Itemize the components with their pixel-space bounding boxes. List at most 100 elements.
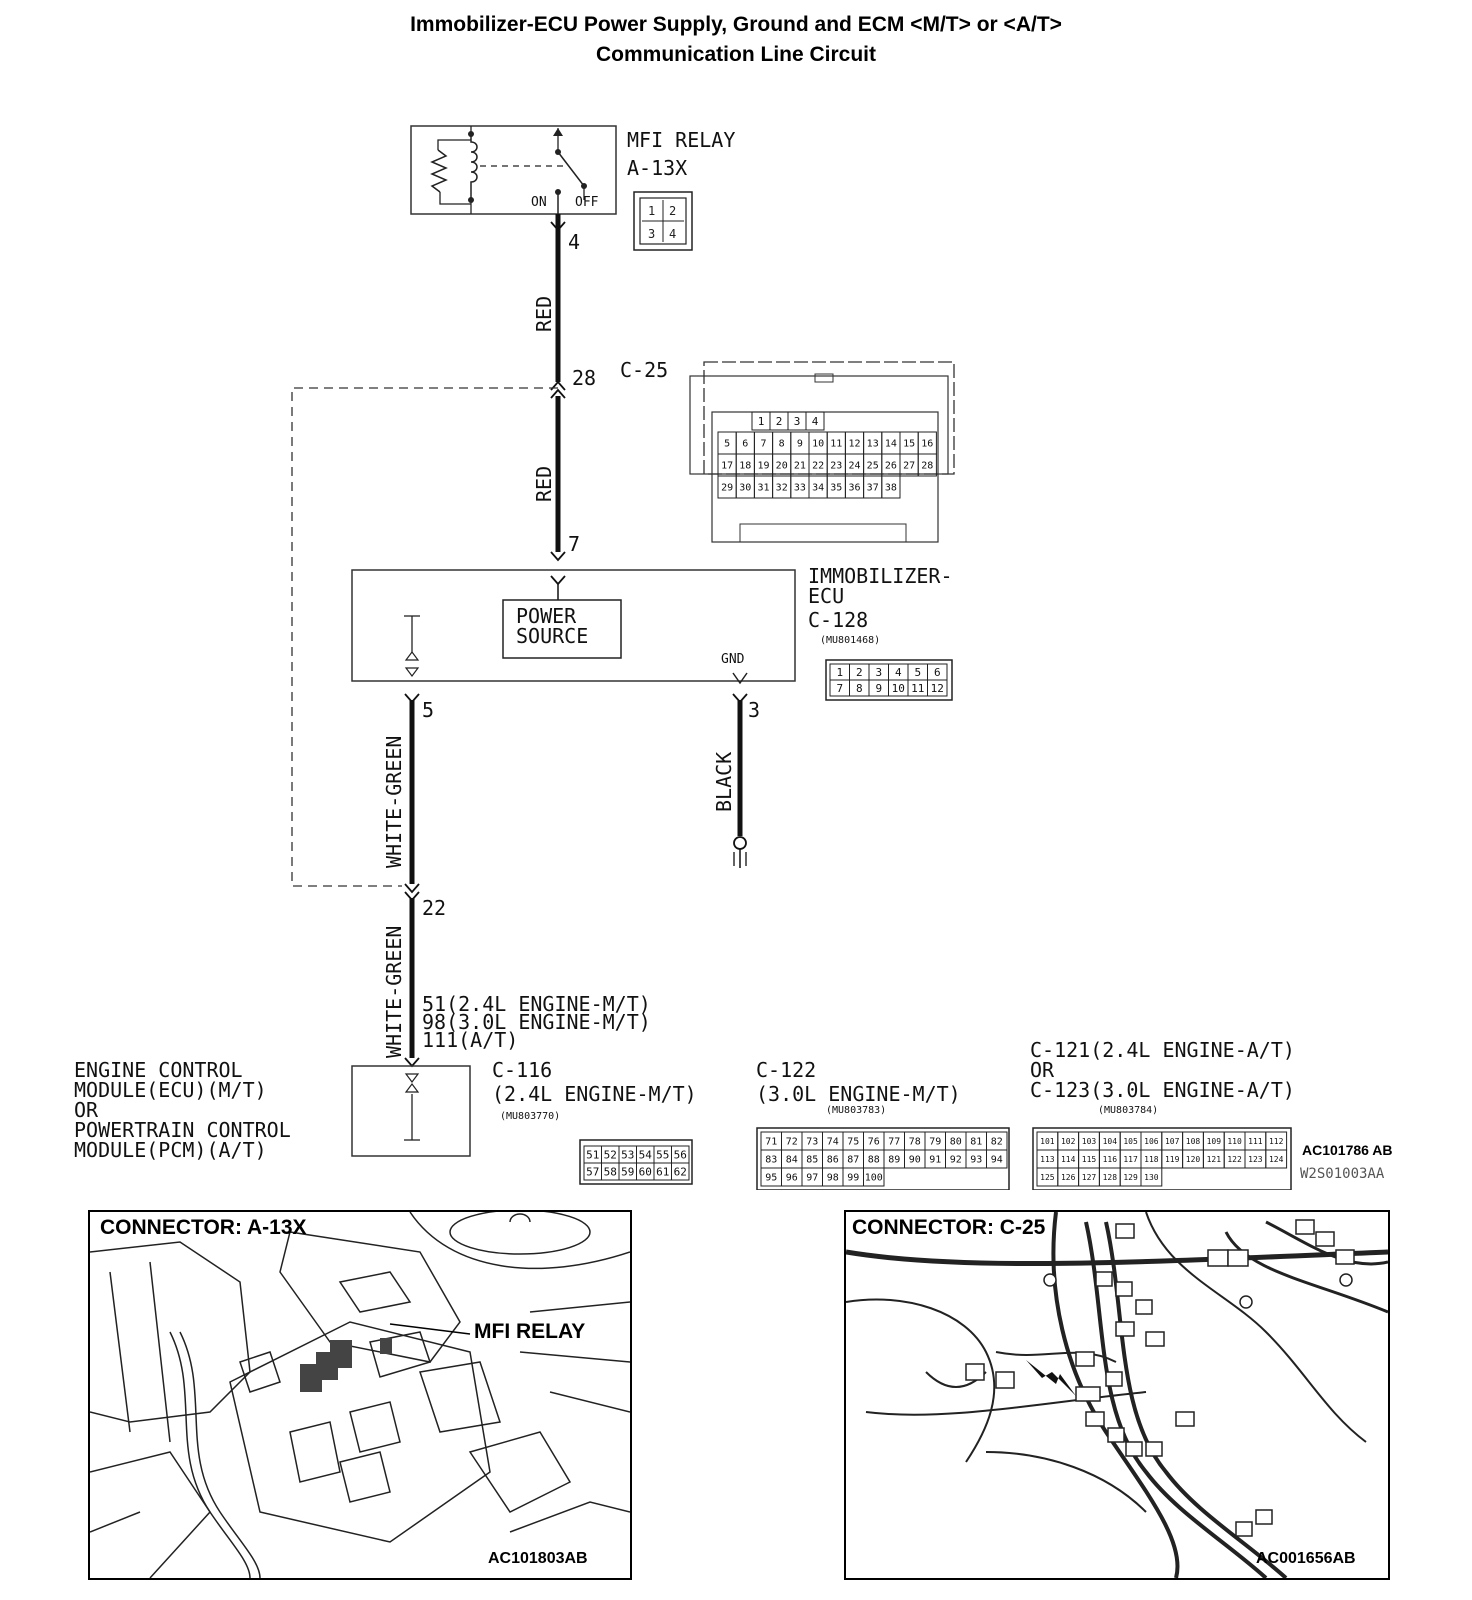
c122-pin-label: 74 bbox=[827, 1137, 839, 1148]
c122-pin-label: 90 bbox=[909, 1155, 921, 1166]
c25-pin-label: 37 bbox=[867, 483, 879, 494]
c121-pin-label: 105 bbox=[1123, 1137, 1138, 1146]
c121-pin-label: 119 bbox=[1165, 1155, 1180, 1164]
c122-pin-label: 85 bbox=[806, 1155, 818, 1166]
ecm-pin-label: 111(A/T) bbox=[422, 1028, 519, 1052]
c122-pin-label: 94 bbox=[991, 1155, 1003, 1166]
c128-pin-label: 7 bbox=[836, 682, 843, 695]
c121-part-number: (MU803784) bbox=[1098, 1105, 1159, 1116]
gnd-label: GND bbox=[721, 652, 745, 667]
c122-pin-label: 91 bbox=[929, 1155, 941, 1166]
relay-coil bbox=[470, 136, 478, 202]
c25-pin-label: 24 bbox=[848, 461, 860, 472]
mfi-relay-callout: MFI RELAY bbox=[474, 1320, 586, 1343]
c121-pin-label: 121 bbox=[1207, 1155, 1222, 1164]
c122-pin-label: 71 bbox=[765, 1137, 777, 1148]
c116-pin-label: 57 bbox=[586, 1165, 599, 1178]
c122-pin-label: 82 bbox=[991, 1137, 1003, 1148]
c25-pin-label: 8 bbox=[779, 439, 785, 450]
c25-pin-label: 27 bbox=[903, 461, 915, 472]
c122-pin-label: 95 bbox=[765, 1173, 777, 1184]
c25-pin-label: 4 bbox=[812, 415, 819, 428]
c122-label: C-122 bbox=[756, 1058, 817, 1082]
c122-part-number: (MU803783) bbox=[826, 1105, 887, 1116]
c122-pin-label: 92 bbox=[950, 1155, 962, 1166]
wire-color-label: RED bbox=[532, 295, 556, 332]
c128-pin-label: 10 bbox=[892, 682, 905, 695]
photo-c25: CONNECTOR: C-25 AC001656AB bbox=[844, 1210, 1390, 1580]
ecm-box bbox=[351, 1065, 471, 1157]
a13x-connector-label: A-13X bbox=[627, 156, 688, 180]
c121-pin-label: 127 bbox=[1082, 1173, 1097, 1182]
c25-pin-label: 2 bbox=[776, 415, 783, 428]
ecm-name: MODULE(ECU)(M/T) bbox=[74, 1078, 267, 1102]
ecu-gnd-pin-label: 3 bbox=[748, 698, 761, 722]
c122-pin-label: 99 bbox=[847, 1173, 859, 1184]
c25-pin-label: 32 bbox=[776, 483, 788, 494]
figure-code: AC101786 AB bbox=[1302, 1142, 1393, 1158]
c116-label: (2.4L ENGINE-M/T) bbox=[492, 1082, 697, 1106]
c116-pin-label: 55 bbox=[656, 1148, 669, 1161]
mfi-relay-box bbox=[410, 125, 617, 215]
c121-pin-label: 109 bbox=[1207, 1137, 1222, 1146]
c25-pin-label: 19 bbox=[757, 461, 769, 472]
c121-pin-label: 125 bbox=[1040, 1173, 1055, 1182]
c116-label: C-116 bbox=[492, 1058, 553, 1082]
relay-terminal-label: 4 bbox=[568, 230, 581, 254]
photo-code: AC001656AB bbox=[1256, 1550, 1356, 1567]
ecm-name: ENGINE CONTROL bbox=[74, 1058, 243, 1082]
engine-bay-illustration bbox=[90, 1212, 630, 1578]
a13x-pin-label: 1 bbox=[648, 204, 655, 218]
photo-caption: CONNECTOR: C-25 bbox=[852, 1216, 1046, 1239]
c25-pin-label: 3 bbox=[794, 415, 801, 428]
a13x-pin-label: 3 bbox=[648, 227, 655, 241]
c25-connector-label: C-25 bbox=[620, 358, 669, 382]
c121-pin-label: 108 bbox=[1186, 1137, 1201, 1146]
diagram-subtitle: Communication Line Circuit bbox=[595, 43, 876, 66]
c121-pin-label: 128 bbox=[1103, 1173, 1118, 1182]
diagram-title: Immobilizer-ECU Power Supply, Ground and… bbox=[410, 13, 1062, 36]
c25-pin-label: 36 bbox=[848, 483, 860, 494]
c25-pin-label: 21 bbox=[794, 461, 806, 472]
c121-pin-label: 123 bbox=[1248, 1155, 1263, 1164]
c122-pin-label: 98 bbox=[827, 1173, 839, 1184]
c121-pin-label: 113 bbox=[1040, 1155, 1055, 1164]
photo-caption: CONNECTOR: A-13X bbox=[100, 1216, 307, 1239]
immobilizer-ecu-box bbox=[351, 569, 796, 682]
c121-pin-label: 129 bbox=[1123, 1173, 1138, 1182]
c121-pin-label: 122 bbox=[1227, 1155, 1242, 1164]
c121-pin-label: 117 bbox=[1123, 1155, 1138, 1164]
c25-pin-cell bbox=[881, 475, 901, 499]
c121-pin-label: 111 bbox=[1248, 1137, 1263, 1146]
c25-pin-label: 17 bbox=[721, 461, 733, 472]
immobilizer-ecu-name: IMMOBILIZER- bbox=[808, 564, 953, 588]
c121-label: C-121(2.4L ENGINE-A/T) bbox=[1030, 1038, 1295, 1062]
c116-pin-label: 62 bbox=[674, 1165, 687, 1178]
wire-color-label: BLACK bbox=[712, 751, 736, 812]
c122-pin-label: 89 bbox=[888, 1155, 900, 1166]
power-source-label: SOURCE bbox=[516, 624, 589, 648]
figure-code: W2S01003AA bbox=[1300, 1166, 1385, 1182]
c122-pin-label: 72 bbox=[786, 1137, 798, 1148]
ecm-pin-label: 51(2.4L ENGINE-M/T) bbox=[422, 992, 651, 1016]
mfi-relay-label: MFI RELAY bbox=[627, 128, 736, 152]
c25-pin-label: 30 bbox=[739, 483, 751, 494]
wire-color-label: RED bbox=[532, 465, 556, 502]
c121-pin-label: 106 bbox=[1144, 1137, 1159, 1146]
c121-pin-label: 116 bbox=[1103, 1155, 1118, 1164]
c121-pin-label: 118 bbox=[1144, 1155, 1159, 1164]
c25-pin-label: 1 bbox=[758, 415, 765, 428]
ecm-pin-label: 98(3.0L ENGINE-M/T) bbox=[422, 1010, 651, 1034]
c128-pin-label: 2 bbox=[856, 666, 863, 679]
c121-pin-label: 102 bbox=[1061, 1137, 1076, 1146]
ecm-name: MODULE(PCM)(A/T) bbox=[74, 1138, 267, 1162]
c116-pin-label: 52 bbox=[604, 1148, 617, 1161]
c25-pin-label: 31 bbox=[757, 483, 769, 494]
c25-pin-label: 10 bbox=[812, 439, 824, 450]
immobilizer-ecu-name: ECU bbox=[808, 584, 845, 608]
c128-pin-label: 3 bbox=[875, 666, 882, 679]
photo-a13x: CONNECTOR: A-13X MFI RELAY AC101803AB bbox=[88, 1210, 632, 1580]
relay-on-label: ON bbox=[531, 195, 547, 210]
